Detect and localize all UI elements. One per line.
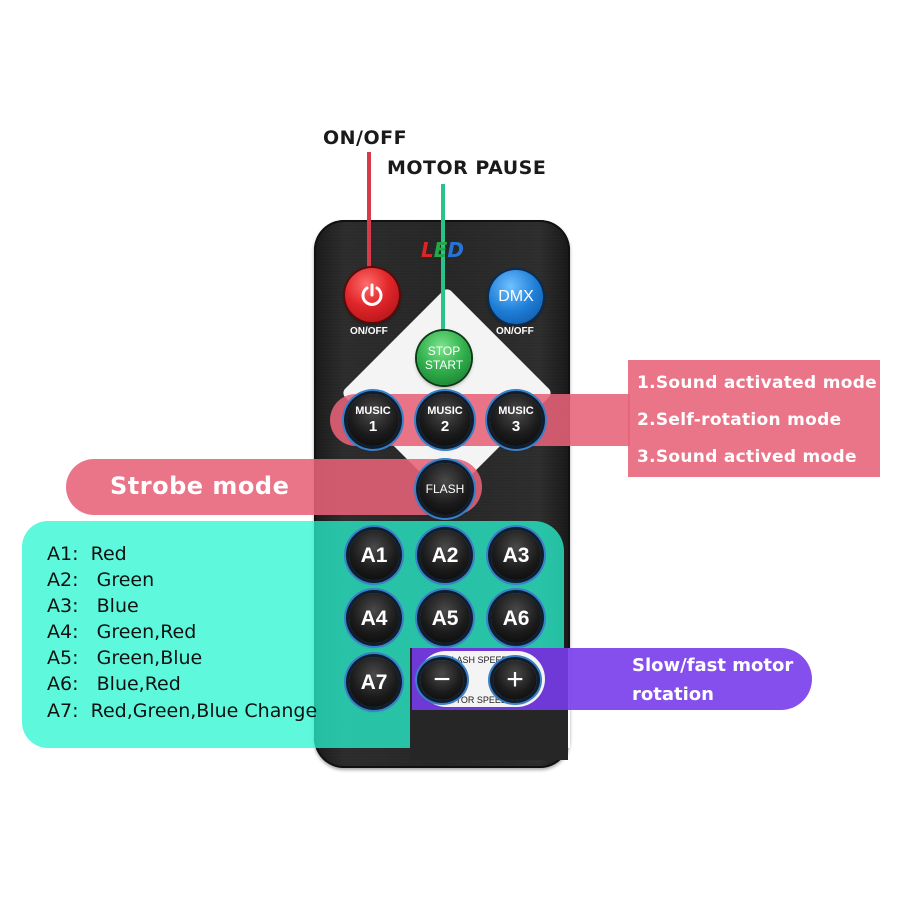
legend-row-a7: A7: Red,Green,Blue Change — [47, 700, 318, 722]
music-mode-2-text: 2.Self-rotation mode — [637, 410, 842, 430]
a5-button[interactable]: A5 — [420, 593, 470, 643]
legend-row-a2: A2: Green — [47, 569, 155, 591]
music-3-number: 3 — [511, 418, 521, 435]
start-label: START — [424, 358, 464, 372]
dmx-button[interactable]: DMX — [489, 270, 543, 324]
legend-row-a3: A3: Blue — [47, 595, 139, 617]
a1-button[interactable]: A1 — [349, 530, 399, 580]
led-brand-logo: LED — [421, 238, 465, 262]
speed-plus-button[interactable]: + — [493, 660, 537, 700]
stop-label: STOP — [427, 344, 461, 358]
music-mode-3-text: 3.Sound actived mode — [637, 447, 857, 467]
music-mode-panel — [628, 360, 880, 477]
motor-pause-callout: MOTOR PAUSE — [387, 157, 547, 179]
stop-start-button[interactable]: STOP START — [417, 331, 471, 385]
power-button[interactable] — [345, 268, 399, 322]
a6-button[interactable]: A6 — [491, 593, 541, 643]
dmx-caption: ON/OFF — [496, 326, 534, 337]
power-caption: ON/OFF — [350, 326, 388, 337]
legend-row-a1: A1: Red — [47, 543, 127, 565]
music-2-number: 2 — [440, 418, 450, 435]
music-2-label: MUSIC — [427, 405, 463, 417]
music-2-button[interactable]: MUSIC 2 — [419, 394, 471, 446]
flash-speed-label: FLASH SPEED — [446, 655, 509, 665]
a3-button[interactable]: A3 — [491, 530, 541, 580]
on-off-lead-line — [367, 152, 371, 278]
power-icon — [361, 283, 383, 306]
music-1-label: MUSIC — [355, 405, 391, 417]
speed-text-line-1: Slow/fast motor — [632, 655, 794, 676]
legend-row-a5: A5: Green,Blue — [47, 647, 203, 669]
music-3-label: MUSIC — [498, 405, 534, 417]
a4-button[interactable]: A4 — [349, 593, 399, 643]
motor-pause-lead-line — [441, 184, 445, 336]
music-1-button[interactable]: MUSIC 1 — [347, 394, 399, 446]
flash-label: FLASH — [425, 482, 465, 496]
music-mode-1-text: 1.Sound activated mode — [637, 373, 877, 393]
speed-text-line-2: rotation — [632, 684, 714, 705]
legend-row-a4: A4: Green,Red — [47, 621, 197, 643]
dmx-button-label: DMX — [498, 288, 534, 305]
legend-row-a6: A6: Blue,Red — [47, 673, 181, 695]
speed-minus-button[interactable]: − — [420, 660, 464, 700]
music-1-number: 1 — [368, 418, 378, 435]
a7-button[interactable]: A7 — [349, 657, 399, 707]
strobe-mode-band — [66, 459, 482, 515]
strobe-mode-text: Strobe mode — [110, 472, 290, 500]
music-3-button[interactable]: MUSIC 3 — [490, 394, 542, 446]
on-off-callout: ON/OFF — [323, 127, 408, 149]
motor-speed-label: MOTOR SPEED — [441, 695, 508, 705]
a2-button[interactable]: A2 — [420, 530, 470, 580]
flash-button[interactable]: FLASH — [419, 463, 471, 515]
